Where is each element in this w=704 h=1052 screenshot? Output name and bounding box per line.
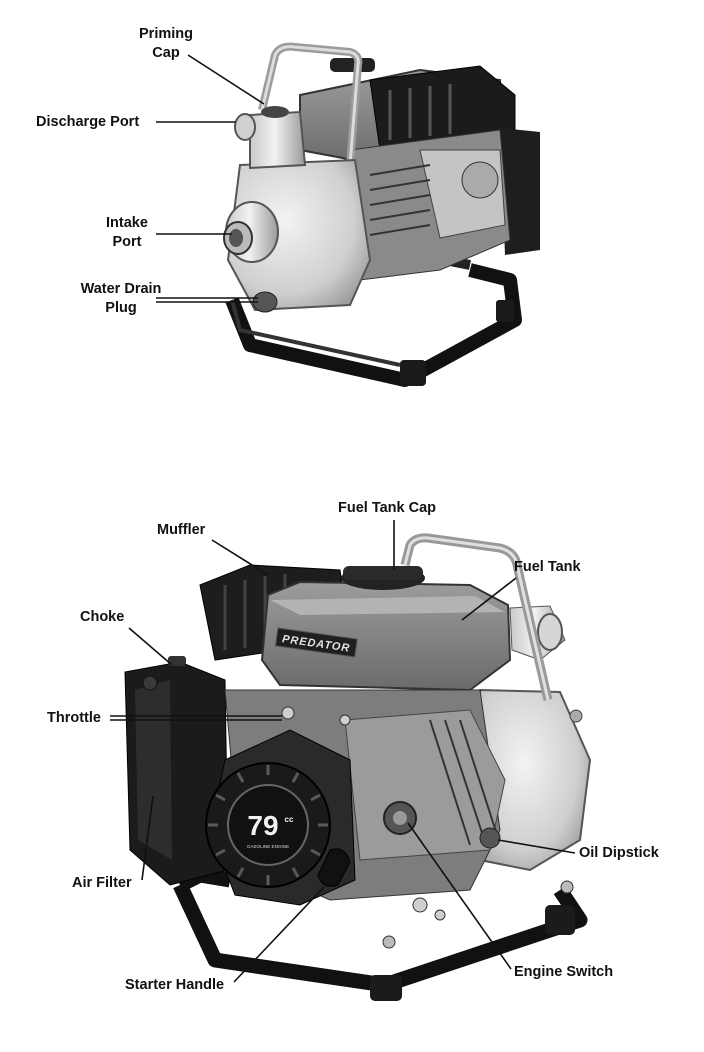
bottom-handle <box>400 533 553 702</box>
top-engine <box>299 58 540 281</box>
engine-badge-number: 79 <box>247 810 278 841</box>
top-handle <box>258 42 363 191</box>
label-water-drain-plug: Water Drain Plug <box>72 280 170 318</box>
engine-badge-text: GASOLINE ENGINE <box>247 844 289 849</box>
label-priming-cap-line1: Priming <box>139 26 193 42</box>
bottom-fuel-tank: PREDATOR <box>260 566 512 692</box>
label-water-drain-plug-line2: Plug <box>105 300 137 316</box>
label-oil-dipstick: Oil Dipstick <box>579 845 659 861</box>
label-choke: Choke <box>80 609 125 625</box>
bottom-frame <box>173 867 588 1001</box>
label-fuel-tank-cap: Fuel Tank Cap <box>338 500 437 516</box>
label-muffler: Muffler <box>157 522 206 538</box>
label-engine-switch: Engine Switch <box>514 964 614 980</box>
bottom-leader-lines <box>110 520 576 983</box>
engine-badge-unit: cc <box>285 815 294 824</box>
label-fuel-tank: Fuel Tank <box>514 559 581 575</box>
label-water-drain-plug-line1: Water Drain <box>80 281 162 297</box>
label-air-filter: Air Filter <box>72 875 132 891</box>
top-pump-housing <box>223 106 372 313</box>
bottom-air-filter <box>124 656 229 886</box>
label-priming-cap: Priming Cap <box>128 25 204 63</box>
label-discharge-port: Discharge Port <box>36 114 140 130</box>
bottom-recoil-starter: 79 cc GASOLINE ENGINE <box>205 729 356 906</box>
label-intake-port-line2: Port <box>112 234 142 250</box>
label-throttle: Throttle <box>47 710 101 726</box>
label-intake-port-line1: Intake <box>106 215 148 231</box>
bottom-pump-housing <box>479 605 592 872</box>
label-intake-port: Intake Port <box>96 214 158 252</box>
top-leader-lines <box>156 54 265 303</box>
label-starter-handle: Starter Handle <box>125 977 225 993</box>
label-priming-cap-line2: Cap <box>152 45 180 61</box>
